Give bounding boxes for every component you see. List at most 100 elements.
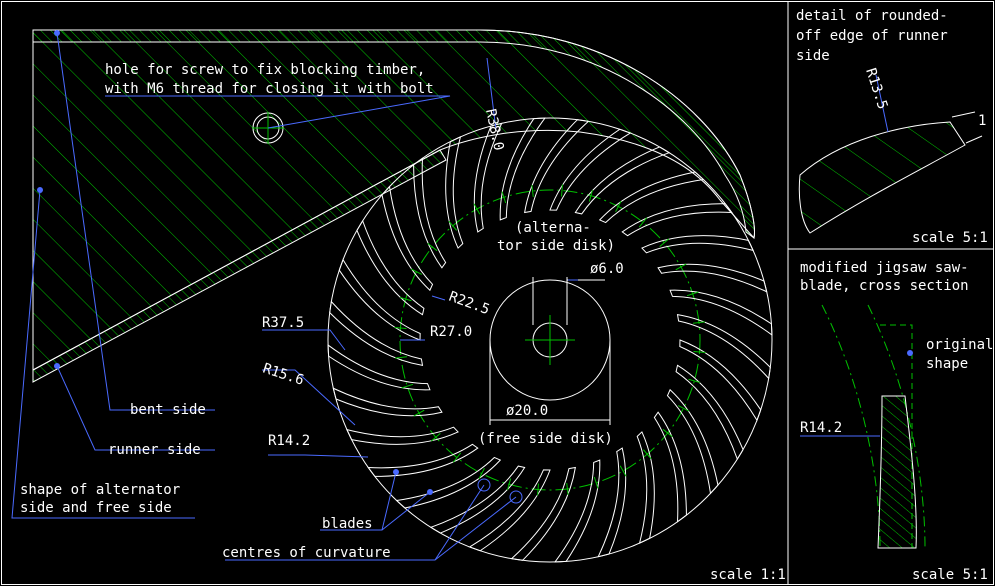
blade-panel: modified jigsaw saw- blade, cross sectio…	[800, 260, 993, 583]
curvature-centre-tick	[693, 351, 706, 353]
curvature-centre-tick	[638, 217, 648, 228]
r135-label: R13.5	[862, 66, 890, 111]
curvature-centre-tick	[593, 476, 599, 489]
curvature-centre-tick	[561, 184, 563, 197]
detail-section	[798, 121, 966, 234]
rotor	[327, 117, 773, 563]
blade-section	[877, 395, 917, 549]
r22-label: R22.5	[447, 289, 492, 318]
detail-title-1: detail of rounded-	[796, 8, 948, 24]
curvature-centre-tick	[662, 428, 673, 438]
runner-blade	[598, 171, 705, 224]
runner-blade	[669, 289, 773, 336]
d20-label: ø20.0	[506, 403, 548, 419]
shape-label-1: shape of alternator	[20, 482, 180, 498]
runner-blade	[597, 447, 627, 558]
hole-note-line1: hole for screw to fix blocking timber,	[105, 62, 425, 78]
curvature-centre-tick	[619, 465, 627, 477]
one-label: 1	[978, 113, 986, 129]
runner-blade	[657, 263, 768, 293]
free-label: (free side disk)	[478, 431, 613, 447]
runner-blade	[641, 235, 755, 254]
r14-label: R14.2	[268, 433, 310, 449]
blades-label: blades	[322, 516, 373, 532]
curvature-centre-tick	[427, 242, 438, 252]
runner-blade	[445, 135, 464, 249]
runner-blade	[332, 387, 443, 417]
r27-label: R27.0	[430, 324, 472, 340]
hole-note-line2: with M6 thread for closing it with bolt	[105, 81, 434, 97]
runner-blade	[367, 443, 479, 477]
runner-blade	[554, 459, 601, 563]
detail-panel: detail of rounded- off edge of runner si…	[796, 8, 988, 246]
blade-title-2: blade, cross section	[800, 278, 969, 294]
curvature-centre-tick	[531, 184, 534, 198]
curvature-centre-tick	[452, 452, 462, 463]
r37-label: R37.5	[262, 315, 304, 331]
curvature-centre-tick	[394, 356, 408, 359]
bent-label: bent side	[130, 402, 206, 418]
runner-blade	[524, 119, 590, 214]
blade-title-1: modified jigsaw saw-	[800, 260, 969, 276]
shape-label-2: side and free side	[20, 500, 172, 516]
curvature-centre-tick	[642, 449, 652, 460]
detail-scale: scale 5:1	[912, 230, 988, 246]
curvature-centre-tick	[394, 327, 407, 329]
runner-blade	[345, 426, 459, 445]
curvature-centre-tick	[659, 238, 670, 248]
runner-blade	[621, 203, 733, 237]
main-scale: scale 1:1	[710, 567, 786, 583]
curvature-centre-tick	[401, 383, 414, 389]
orig-label-1: original	[926, 337, 993, 353]
curvature-centre-tick	[448, 220, 458, 231]
runner-blade	[429, 465, 526, 534]
d6-label: ø6.0	[590, 261, 624, 277]
runner-label: runner side	[108, 442, 201, 458]
runner-blade	[338, 258, 421, 341]
curvature-centre-tick	[566, 482, 569, 496]
detail-title-3: side	[796, 48, 830, 64]
runner-blade	[356, 219, 425, 316]
hub	[489, 277, 611, 425]
runner-blade	[679, 339, 762, 422]
alt-label-1: (alterna-	[515, 220, 591, 236]
leaders	[11, 32, 578, 561]
runner-blade	[329, 300, 424, 366]
curvature-centre-tick	[677, 405, 690, 412]
curvature-centre-tick	[413, 409, 425, 417]
curvature-centre-tick	[399, 296, 412, 302]
curvature-centre-tick	[675, 263, 687, 271]
curvature-centre-tick	[588, 189, 594, 202]
runner-blade	[636, 431, 655, 545]
runner-blade	[381, 185, 434, 292]
curvature-centre-tick	[478, 467, 485, 480]
runner-blade	[510, 466, 576, 561]
curvature-centre-tick	[615, 200, 622, 213]
r15-label: R15.6	[261, 361, 306, 389]
runner-blade	[413, 157, 447, 269]
runner-blade	[499, 117, 546, 221]
runner-blade	[574, 146, 671, 215]
curvature-centre-tick	[473, 203, 481, 215]
curvature-centre-tick	[430, 432, 441, 442]
runner-blade	[666, 388, 719, 495]
runner-blade	[327, 344, 431, 391]
runner-blade	[468, 469, 551, 552]
curvature-centre-tick	[537, 483, 539, 496]
curvature-centre-tick	[692, 321, 706, 324]
runner-blade	[549, 128, 632, 211]
curvature-centre-tick	[686, 291, 699, 297]
blade-scale: scale 5:1	[912, 567, 988, 583]
runner-blade	[675, 364, 744, 461]
curvature-centre-tick	[506, 478, 512, 491]
alt-label-2: tor side disk)	[497, 238, 615, 254]
leader-dots	[37, 30, 433, 495]
detail-title-2: off edge of runner	[796, 28, 948, 44]
orig-label-2: shape	[926, 356, 968, 372]
runner-blade	[395, 456, 502, 509]
r135-leader	[875, 74, 889, 133]
centres-label: centres of curvature	[222, 545, 391, 561]
